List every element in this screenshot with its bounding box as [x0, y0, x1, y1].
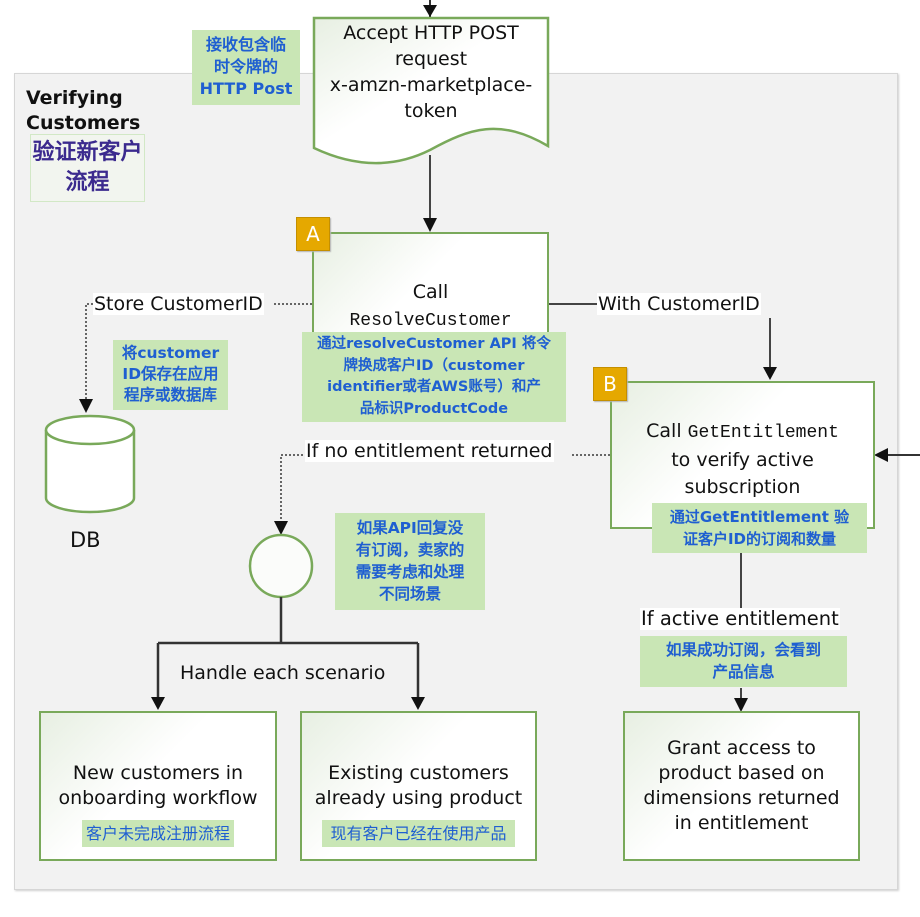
entitlement-call-label: Call	[646, 420, 682, 442]
note-line: 牌换成客户ID（customer	[343, 357, 525, 374]
entitlement-api-name: GetEntitlement	[687, 423, 839, 443]
edge-with-arrowhead	[763, 367, 777, 380]
resolve-customer-note: 通过resolveCustomer API 将令 牌换成客户ID（custome…	[302, 332, 566, 422]
edge-handle-right-arrowhead	[411, 697, 425, 710]
note-line: identifier或者AWS账号）和产	[327, 379, 541, 395]
resolve-call-label: Call	[412, 281, 449, 303]
accept-post-line: request	[394, 48, 468, 70]
decision-node	[248, 533, 314, 599]
step-badge-b: B	[593, 367, 627, 401]
note-line: HTTP Post	[199, 79, 293, 98]
step-badge-a: A	[296, 217, 330, 251]
active-entitlement-note: 如果成功订阅，会看到 产品信息	[640, 636, 847, 687]
note-line: 程序或数据库	[123, 386, 217, 404]
edge-entry-arrowhead	[423, 5, 437, 17]
edge-label-store-customer-id: Store CustomerID	[93, 293, 264, 315]
note-line: 如果成功订阅，会看到	[665, 641, 821, 659]
note-line: 产品信息	[712, 663, 775, 681]
note-line: 通过resolveCustomer API 将令	[317, 336, 551, 352]
entitlement-line: to verify active	[671, 449, 814, 471]
entitlement-call-line: Call GetEntitlement	[646, 419, 839, 446]
edge-label-no-entitlement: If no entitlement returned	[305, 440, 554, 462]
note-line: 通过GetEntitlement 验	[669, 508, 850, 526]
edge-accept-to-resolve-arrowhead	[423, 218, 437, 232]
accept-post-line: Accept HTTP POST	[343, 22, 519, 44]
new-customers-node[interactable]: New customers in onboarding workflow 客户未…	[39, 711, 277, 861]
edge-label-active-entitlement: If active entitlement	[640, 607, 840, 630]
accept-post-node[interactable]: Accept HTTP POST request x-amzn-marketpl…	[314, 20, 548, 124]
panel-title: Verifying Customers	[26, 87, 141, 134]
note-line: 将customer	[121, 344, 220, 362]
new-customers-line: New customers in	[72, 762, 244, 784]
edge-with-customer-id	[548, 303, 771, 370]
new-customers-line: onboarding workflow	[58, 787, 258, 809]
accept-post-document-shape	[312, 16, 550, 165]
note-line: 时令牌的	[213, 57, 278, 76]
db-cylinder-icon	[44, 414, 136, 514]
note-line: 不同场景	[378, 585, 441, 603]
edge-label-handle-each: Handle each scenario	[180, 662, 386, 684]
note-line: 品标识ProductCode	[359, 400, 509, 417]
note-line: 证客户ID的订阅和数量	[682, 530, 837, 548]
edge-store-arrowhead	[79, 399, 93, 413]
edge-store-customer-id	[85, 303, 312, 400]
accept-post-note: 接收包含临 时令牌的 HTTP Post	[192, 30, 300, 105]
edge-active-arrowhead	[734, 698, 748, 712]
existing-customers-note: 现有客户已经在使用产品	[322, 820, 515, 847]
existing-customers-line: already using product	[314, 787, 523, 809]
existing-customers-node[interactable]: Existing customers already using product…	[300, 711, 537, 861]
accept-post-line: x-amzn-marketplace-	[329, 74, 533, 96]
accept-post-line: token	[404, 100, 458, 122]
note-line: 需要考虑和处理	[355, 563, 465, 581]
edge-handle-left-arrowhead	[151, 697, 165, 710]
get-entitlement-note: 通过GetEntitlement 验 证客户ID的订阅和数量	[652, 503, 867, 553]
resolve-api-name: ResolveCustomer	[349, 311, 512, 331]
edge-no-entitlement-arrowhead	[274, 521, 288, 535]
db-note: 将customer ID保存在应用 程序或数据库	[113, 340, 228, 410]
note-line: 接收包含临	[205, 35, 286, 54]
edge-handle-each	[156, 597, 420, 698]
db-label: DB	[70, 528, 101, 552]
existing-customers-line: Existing customers	[328, 762, 509, 784]
resolve-customer-node[interactable]: Call ResolveCustomer	[312, 232, 549, 347]
grant-access-node[interactable]: Grant access to product based on dimensi…	[623, 711, 860, 861]
entitlement-line: subscription	[684, 476, 801, 498]
grant-access-line: dimensions returned	[643, 787, 840, 809]
grant-access-line: Grant access to	[667, 737, 816, 759]
edge-label-with-customer-id: With CustomerID	[597, 293, 761, 315]
grant-access-line: product based on	[658, 762, 825, 784]
edge-external-arrowhead	[874, 448, 888, 462]
edge-no-entitlement	[280, 454, 610, 522]
note-line: 有订阅，卖家的	[355, 541, 465, 559]
grant-access-line: in entitlement	[674, 812, 809, 834]
new-customers-note: 客户未完成注册流程	[81, 820, 234, 847]
panel-title-cn: 验证新客户流程	[30, 134, 145, 202]
note-line: ID保存在应用	[122, 365, 219, 383]
note-line: 如果API回复没	[356, 519, 464, 537]
decision-note: 如果API回复没 有订阅，卖家的 需要考虑和处理 不同场景	[335, 513, 485, 610]
